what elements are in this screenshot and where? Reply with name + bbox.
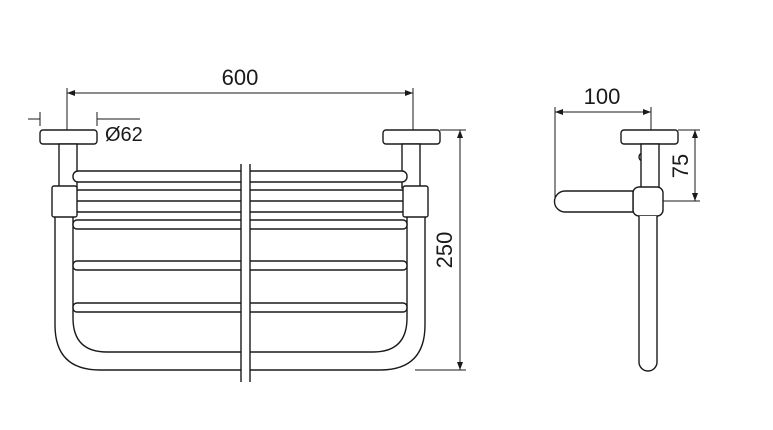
- rail: [72, 170, 408, 183]
- left-wall-plate: [39, 129, 98, 145]
- height-label: 250: [432, 232, 457, 269]
- frame-inner: [72, 215, 408, 353]
- side-wall-plate: [620, 129, 679, 145]
- width-label: 600: [222, 65, 259, 90]
- depth-dimension: 100: [554, 84, 652, 205]
- offset-dimension: 75: [663, 129, 700, 202]
- width-dimension: 600: [66, 65, 414, 150]
- side-bracket: [632, 186, 664, 217]
- side-view: 100 75: [553, 84, 700, 372]
- height-dimension: 250: [415, 129, 466, 371]
- front-view: 600 Ø62: [28, 65, 466, 382]
- diameter-label: Ø62: [105, 124, 143, 146]
- rail: [72, 219, 408, 230]
- shelf-rails: [72, 170, 408, 313]
- side-arm: [553, 190, 634, 213]
- frame-outer: [54, 215, 426, 371]
- offset-label: 75: [668, 154, 693, 178]
- right-wall-plate: [382, 129, 441, 145]
- break-lines: [240, 164, 251, 382]
- side-post: [640, 143, 660, 193]
- right-bracket: [402, 185, 429, 218]
- left-post: [58, 143, 78, 189]
- left-bracket: [51, 185, 78, 218]
- side-rod: [638, 216, 658, 372]
- rail: [72, 302, 408, 313]
- rail: [72, 260, 408, 271]
- diameter-dimension: Ø62: [28, 112, 143, 146]
- depth-label: 100: [584, 84, 621, 109]
